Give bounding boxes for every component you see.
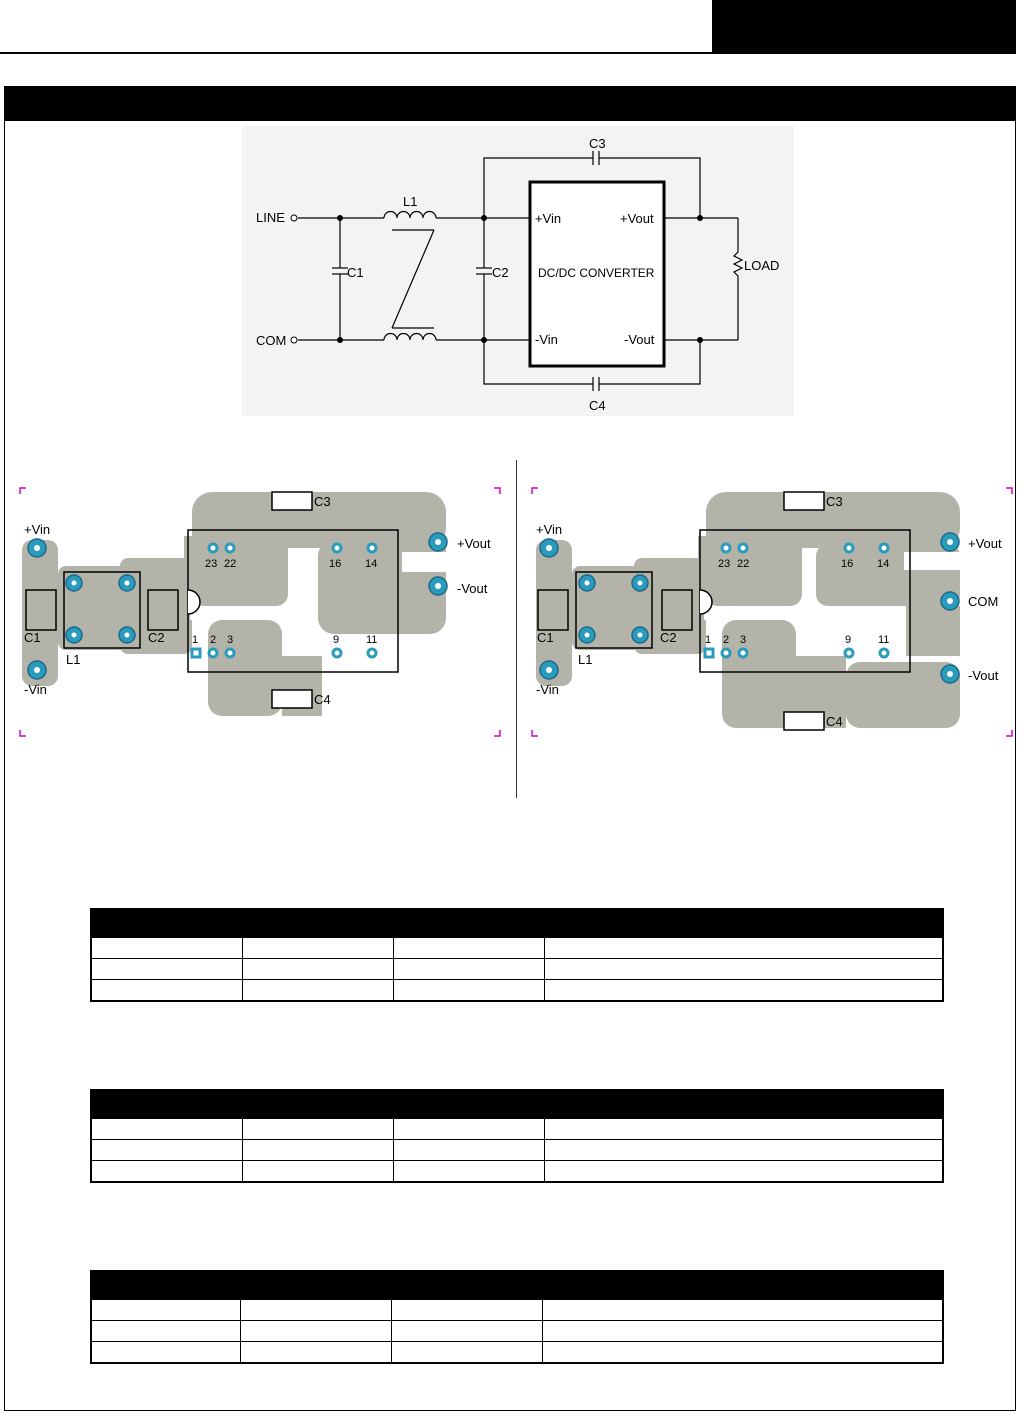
pcb-left-pin: 22	[224, 558, 236, 570]
pcb-right-pin: 16	[841, 558, 853, 570]
pcb-layout-dual: +Vin -Vin +Vout -Vout C1 C2 C3 C4 L1 23 …	[19, 487, 501, 737]
pcb-left-c3: C3	[314, 494, 331, 509]
component-table-1	[90, 908, 944, 1002]
table-row	[90, 1298, 944, 1321]
schem-c3-label: C3	[589, 136, 606, 151]
schem-c4-label: C4	[589, 398, 606, 413]
table-row	[90, 1117, 944, 1140]
pcb-right-pin: 23	[718, 558, 730, 570]
pcb-right-vin-neg: -Vin	[536, 682, 559, 697]
section-header-bar	[5, 87, 1015, 121]
schem-vin-pos: +Vin	[535, 211, 561, 226]
pcb-left-vout-pos: +Vout	[457, 536, 491, 551]
schem-l1-label: L1	[403, 194, 417, 209]
component-table-2	[90, 1089, 944, 1183]
pcb-left-vin-neg: -Vin	[24, 682, 47, 697]
pcb-left-pin: 2	[210, 634, 216, 646]
pcb-left-l1: L1	[66, 652, 80, 667]
header-black-block	[712, 0, 1016, 52]
pcb-left-c1: C1	[24, 630, 41, 645]
pcb-right-com: COM	[968, 594, 998, 609]
pcb-left-pin: 1	[192, 634, 198, 646]
schem-vout-neg: -Vout	[624, 332, 655, 347]
table-row	[90, 958, 944, 980]
table-header-row	[90, 1089, 944, 1119]
schem-converter-label: DC/DC CONVERTER	[538, 266, 655, 280]
pcb-left-vin-pos: +Vin	[24, 522, 50, 537]
pcb-left-vout-neg: -Vout	[457, 581, 488, 596]
pcb-right-vout-neg: -Vout	[968, 668, 999, 683]
pcb-left-pin: 11	[366, 634, 377, 646]
pcb-right-pin: 1	[705, 634, 711, 646]
pcb-left-pin: 23	[205, 558, 217, 570]
pcb-right-c2: C2	[660, 630, 677, 645]
pcb-left-pin: 16	[329, 558, 341, 570]
schem-line-label: LINE	[256, 210, 285, 225]
pcb-left-c4: C4	[314, 692, 331, 707]
layout-divider	[516, 460, 517, 798]
schem-c2-label: C2	[492, 265, 509, 280]
pcb-right-pin: 3	[740, 634, 746, 646]
pcb-right-c3: C3	[826, 494, 843, 509]
pcb-left-pin: 14	[365, 558, 377, 570]
header-rule	[0, 52, 1016, 54]
converter-box	[528, 180, 666, 368]
pcb-left-pin: 9	[333, 634, 339, 646]
pcb-right-c4: C4	[826, 714, 843, 729]
pcb-right-pin: 9	[845, 634, 851, 646]
pcb-right-l1: L1	[578, 652, 592, 667]
table-row	[90, 936, 944, 959]
schem-vin-neg: -Vin	[535, 332, 558, 347]
pcb-right-pin: 22	[737, 558, 749, 570]
pcb-right-pin: 2	[723, 634, 729, 646]
pcb-right-c1: C1	[537, 630, 554, 645]
component-table-3	[90, 1270, 944, 1364]
table-row	[90, 1139, 944, 1161]
schem-com-label: COM	[256, 333, 286, 348]
schematic-background	[242, 126, 794, 416]
emc-filter-schematic: LINE COM L1 C1 C2 C3 C4 +Vin -Vin +Vout …	[256, 136, 779, 413]
schem-load-label: LOAD	[744, 258, 779, 273]
pcb-left-c2: C2	[148, 630, 165, 645]
table-row	[90, 1341, 944, 1364]
schem-c1-label: C1	[347, 265, 364, 280]
pcb-right-pin: 11	[878, 634, 889, 646]
content-frame	[4, 86, 1016, 1411]
pcb-left-pin: 3	[227, 634, 233, 646]
table-row	[90, 979, 944, 1002]
pcb-right-vout-pos: +Vout	[968, 536, 1002, 551]
pcb-right-pin: 14	[877, 558, 889, 570]
table-row	[90, 1160, 944, 1183]
schem-vout-pos: +Vout	[620, 211, 654, 226]
table-header-row	[90, 908, 944, 938]
table-header-row	[90, 1270, 944, 1300]
pcb-layout-triple: +Vin -Vin +Vout COM -Vout C1 C2 C3 C4 L1…	[531, 487, 1013, 737]
pcb-right-vin-pos: +Vin	[536, 522, 562, 537]
table-row	[90, 1320, 944, 1342]
